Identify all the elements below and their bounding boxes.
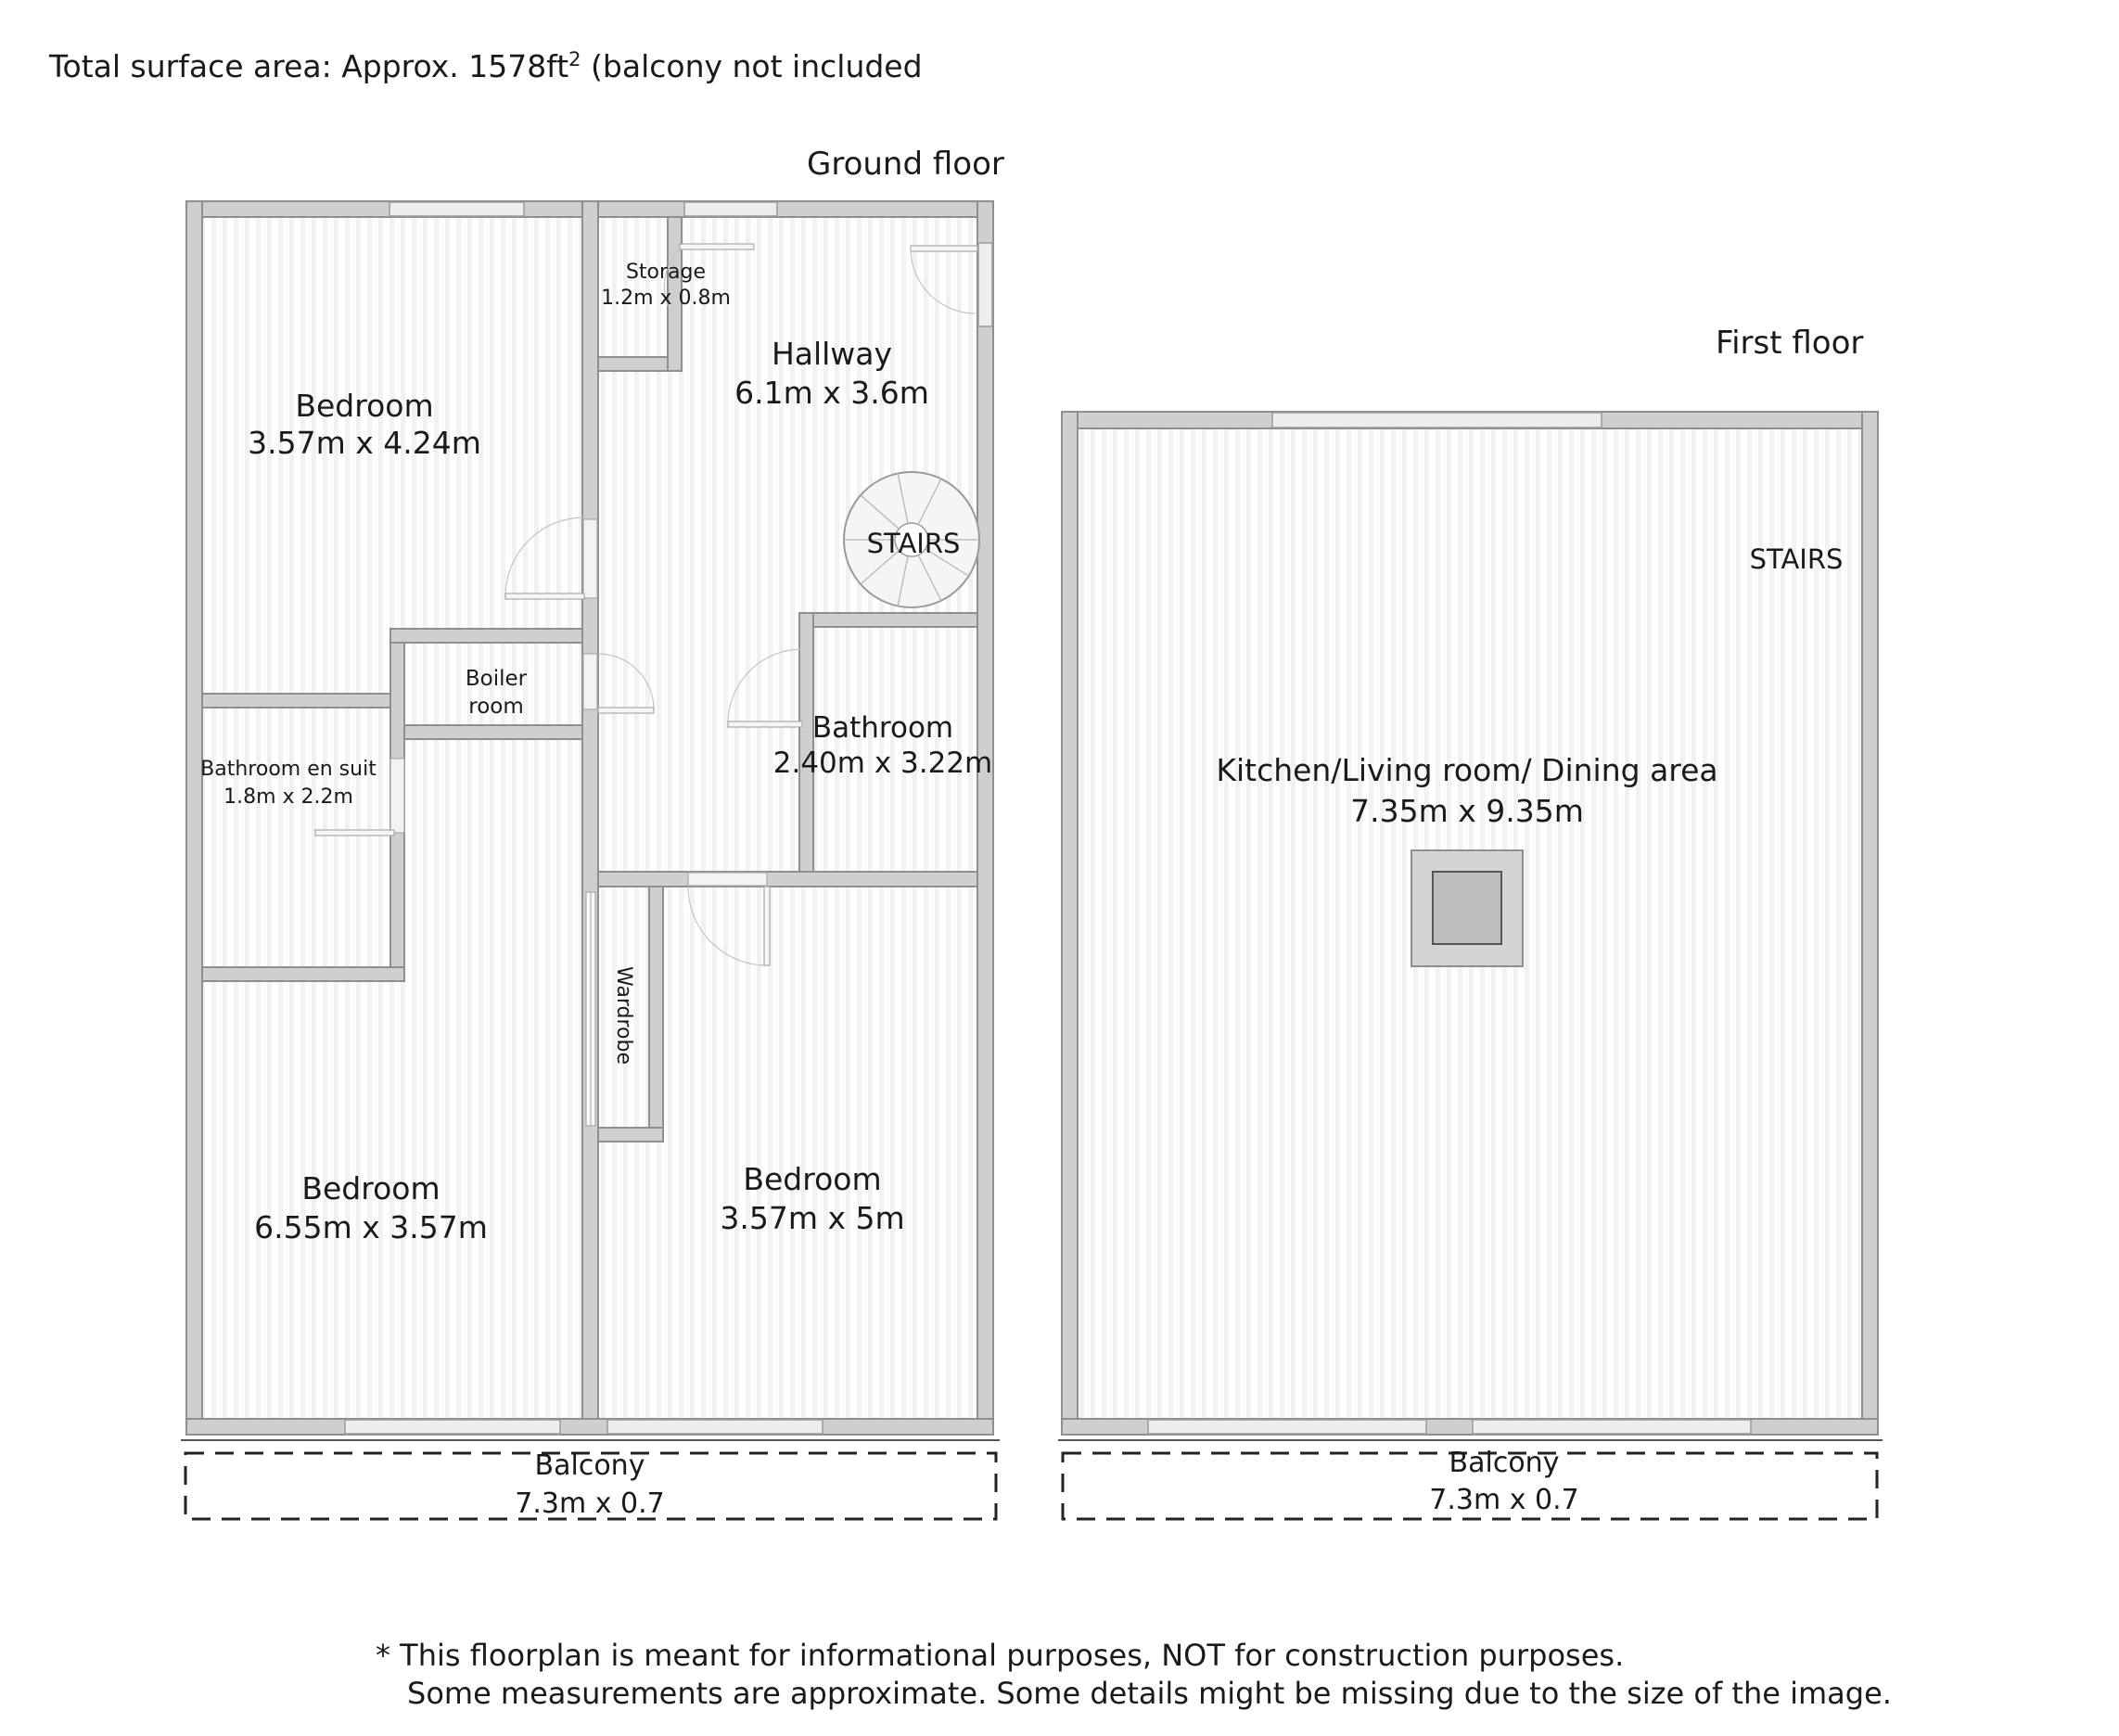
door-opening (582, 518, 598, 599)
ground-floor-plan: Bedroom 3.57m x 4.24m Storage 1.2m x 0.8… (181, 200, 1000, 1521)
wall (597, 1127, 664, 1142)
first-floor-labels: STAIRS Kitchen/Living room/ Dining area … (1216, 543, 1843, 1516)
storage-size: 1.2m x 0.8m (601, 287, 731, 310)
hallway-size: 6.1m x 3.6m (734, 375, 929, 411)
first-floor-plan: STAIRS Kitchen/Living room/ Dining area … (1058, 411, 1883, 1521)
window (977, 242, 993, 327)
chimney-core (1432, 871, 1502, 945)
main-room-size: 7.35m x 9.35m (1350, 793, 1584, 829)
bedroom-1-size: 3.57m x 4.24m (248, 425, 481, 461)
door-leaf (504, 593, 585, 600)
first-stairs-label: STAIRS (1750, 543, 1844, 575)
wall (1861, 411, 1879, 1436)
wardrobe-label: Wardrobe (612, 966, 635, 1065)
boiler-room-name-line2: room (468, 695, 524, 719)
bedroom-1-name: Bedroom (295, 388, 433, 424)
window (606, 1419, 823, 1435)
bedroom-3-size: 3.57m x 5m (720, 1200, 904, 1236)
window (1271, 412, 1602, 428)
window (389, 201, 525, 217)
first-balcony-size: 7.3m x 0.7 (1429, 1484, 1578, 1516)
ground-floor-doors (314, 243, 978, 1127)
door-leaf (314, 829, 395, 836)
door-swing (504, 517, 585, 597)
ground-balcony-size: 7.3m x 0.7 (515, 1487, 664, 1520)
main-room-name: Kitchen/Living room/ Dining area (1216, 752, 1717, 788)
first-floor-title: First floor (1716, 325, 1864, 362)
ground-floor-title: Ground floor (807, 146, 1004, 183)
door-leaf (679, 243, 755, 250)
ground-stairs-label: STAIRS (867, 528, 961, 559)
door-swing (687, 886, 768, 966)
wall (667, 216, 683, 372)
wall (597, 871, 978, 887)
disclaimer-line-1: * This floorplan is meant for informatio… (376, 1638, 1625, 1673)
wall (201, 693, 391, 708)
window (1147, 1419, 1427, 1435)
wall (977, 200, 994, 1436)
door-leaf (727, 721, 803, 728)
door-opening (582, 653, 598, 710)
door-swing (910, 248, 977, 314)
stairs-treads (844, 472, 979, 607)
window (683, 201, 778, 217)
door-leaf (763, 886, 771, 966)
window (1472, 1419, 1752, 1435)
door-opening (389, 758, 405, 834)
en-suit-size: 1.8m x 2.2m (223, 785, 353, 809)
bedroom-2-size: 6.55m x 3.57m (254, 1209, 488, 1245)
door-opening (687, 872, 768, 887)
ground-floor-windows (344, 201, 993, 1435)
door-swing (663, 248, 681, 307)
ground-floor-labels: Bedroom 3.57m x 4.24m Storage 1.2m x 0.8… (200, 261, 992, 1520)
wall (798, 612, 978, 628)
ground-balcony-name: Balcony (535, 1449, 645, 1482)
first-floor-windows (1147, 412, 1752, 1435)
wall (389, 628, 583, 644)
hallway-name: Hallway (772, 336, 892, 372)
wall (1061, 411, 1079, 1436)
storage-name: Storage (626, 261, 706, 284)
door-swing (597, 653, 655, 710)
disclaimer-line-2: Some measurements are approximate. Some … (407, 1676, 1892, 1711)
first-balcony-outline (1061, 1451, 1879, 1521)
first-balcony-name: Balcony (1449, 1447, 1560, 1479)
wall (201, 966, 405, 982)
bedroom-3-name: Bedroom (743, 1161, 881, 1197)
window (344, 1419, 561, 1435)
door-leaf (597, 707, 655, 714)
door-swing (727, 648, 803, 724)
total-area-text: Total surface area: Approx. 1578ft2 (bal… (49, 48, 923, 84)
bathroom-name: Bathroom (812, 711, 953, 745)
wall (581, 200, 599, 1420)
en-suit-name: Bathroom en suit (200, 758, 377, 781)
ground-balcony-outline (184, 1451, 998, 1521)
wall (403, 724, 583, 740)
bedroom-2-name: Bedroom (301, 1170, 440, 1206)
wall (648, 886, 664, 1142)
spiral-stairs (843, 471, 980, 608)
wall (185, 1418, 994, 1436)
bathroom-size: 2.40m x 3.22m (773, 747, 993, 780)
wall (798, 612, 814, 873)
boiler-room-name-line1: Boiler (466, 667, 528, 691)
wall (185, 200, 203, 1436)
door-leaf (910, 245, 978, 252)
